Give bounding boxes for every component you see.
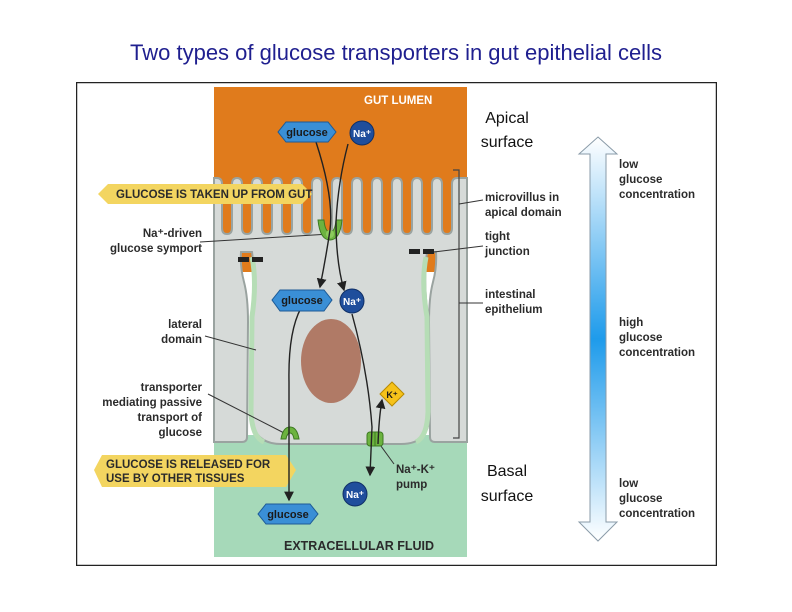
intestinal-label-1: intestinal [485,289,535,301]
tight-junction-label-2: junction [484,246,530,258]
lateral-label-1: lateral [168,319,202,331]
glucose-taken-up-label: GLUCOSE IS TAKEN UP FROM GUT [116,189,312,201]
sodium-ion-lumen: Na⁺ [349,120,375,146]
low-top-3: concentration [619,189,695,201]
high-mid-2: glucose [619,332,662,344]
potassium-ion: K⁺ [379,381,405,407]
transporter-label-1: transporter [141,382,203,394]
microvillus-label-1: microvillus in [485,192,559,204]
intestinal-label-2: epithelium [485,304,543,316]
microvillus-label-2: apical domain [485,207,562,219]
lateral-membrane-left [248,256,266,445]
svg-text:glucose: glucose [286,127,328,139]
svg-text:Na⁺: Na⁺ [346,490,364,501]
glucose-released-label-2: USE BY OTHER TISSUES [106,473,245,485]
glucose-taken-up-banner [98,184,312,204]
apical-label-1: Apical [485,110,529,127]
tight-junction-left [238,257,263,262]
glucose-molecule-lumen: glucose [277,121,337,143]
sodium-ion-extracellular: Na⁺ [342,481,368,507]
glucose-released-banner [94,455,296,487]
epithelium-bracket [453,169,460,439]
low-bottom-2: glucose [619,493,662,505]
extracellular-fluid-label: EXTRACELLULAR FLUID [284,539,434,553]
svg-text:Na⁺: Na⁺ [353,129,371,140]
low-bottom-3: concentration [619,508,695,520]
svg-text:Na⁺: Na⁺ [343,297,361,308]
svg-text:K⁺: K⁺ [386,390,397,400]
low-top-2: glucose [619,174,662,186]
pump-label-1: Na⁺-K⁺ [396,464,435,476]
svg-text:glucose: glucose [267,509,309,521]
apical-label-2: surface [481,134,534,151]
lateral-label-2: domain [161,334,202,346]
na-k-pump-icon [366,431,384,447]
transporter-label-3: transport of [137,412,202,424]
epithelial-cells [213,176,468,445]
symport-label-1: Na⁺-driven [143,228,202,240]
basal-label-1: Basal [487,463,527,480]
nucleus [301,319,361,403]
high-mid-1: high [619,317,643,329]
concentration-gradient-arrow [577,136,619,542]
apical-annotation-bg [471,104,545,154]
lateral-membrane-right [414,256,431,445]
low-bottom-1: low [619,478,638,490]
low-top-1: low [619,159,638,171]
glucose-released-label-1: GLUCOSE IS RELEASED FOR [106,459,271,471]
svg-text:glucose: glucose [281,295,323,307]
basal-label-2: surface [481,488,534,505]
passive-glucose-transporter-icon [280,426,300,440]
symport-label-2: glucose symport [110,243,202,255]
tight-junction-right [409,249,434,254]
glucose-molecule-extracellular: glucose [257,503,319,525]
pump-label-2: pump [396,479,427,491]
transport-arrows [284,141,386,502]
transporter-label-4: glucose [159,427,202,439]
high-mid-3: concentration [619,347,695,359]
gut-lumen-label: GUT LUMEN [364,95,432,107]
sodium-ion-cytoplasm: Na⁺ [339,288,365,314]
glucose-molecule-cytoplasm: glucose [271,289,333,312]
basal-annotation-bg [471,456,545,506]
glucose-transporter-diagram: GLUCOSE IS TAKEN UP FROM GUT GLUCOSE IS … [76,82,717,566]
page-title: Two types of glucose transporters in gut… [130,40,662,65]
transporter-label-2: mediating passive [102,397,202,409]
tight-junction-label-1: tight [485,231,510,243]
